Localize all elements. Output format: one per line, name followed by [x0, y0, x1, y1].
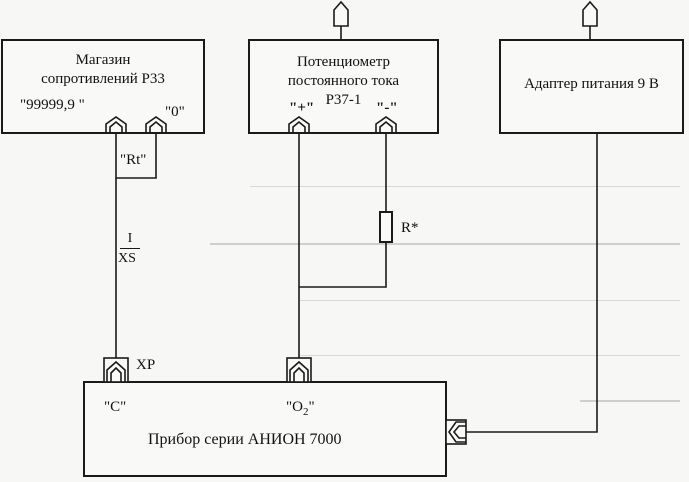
background-line — [580, 400, 680, 402]
pentagon-plug-icon — [333, 0, 349, 40]
xp-connector — [103, 357, 129, 383]
background-line — [250, 186, 680, 187]
chevron-socket-icon — [288, 116, 310, 133]
xp-label: XP — [136, 357, 156, 373]
potentiometer-title-line2: постоянного тока — [287, 73, 400, 89]
terminal-label-o2: "О2" — [286, 398, 315, 421]
terminal-label-plus: "+" — [289, 100, 315, 116]
anion-device-box — [83, 381, 447, 477]
pentagon-plug-icon — [582, 0, 598, 40]
background-line — [300, 355, 680, 356]
terminal-o2-main: "О — [286, 399, 303, 415]
fraction-bar — [120, 248, 140, 249]
resistance-store-title-line2: сопротивлений Р33 — [41, 71, 165, 87]
potentiometer-box — [248, 39, 439, 134]
power-adapter-title: Адаптер питания 9 В — [524, 76, 659, 92]
chevron-socket-icon — [105, 116, 127, 133]
terminal-label-zero: "0" — [165, 104, 185, 120]
terminal-o2-subscript: 2 — [302, 406, 309, 418]
power-adapter-box — [499, 39, 684, 134]
power-socket-icon — [445, 419, 467, 445]
chevron-socket-icon — [145, 116, 167, 133]
chevron-socket-icon — [375, 116, 397, 133]
fraction-bottom-label: XS — [118, 251, 136, 266]
terminal-label-c: "С" — [104, 399, 127, 415]
potentiometer-title-line1: Потенциометр — [296, 54, 391, 70]
rt-label: "Rt" — [120, 152, 147, 168]
potentiometer-title-line3: Р37-1 — [325, 92, 362, 108]
anion-device-title: Прибор серии АНИОН 7000 — [148, 431, 342, 448]
resistor-label: R* — [401, 220, 419, 236]
terminal-label-99999: "99999,9 " — [20, 97, 85, 113]
background-line — [210, 243, 680, 245]
o2-connector — [286, 357, 312, 383]
resistance-store-box — [1, 39, 205, 134]
terminal-label-minus: "-" — [376, 100, 398, 116]
fraction-top-label: I — [127, 231, 133, 246]
resistance-store-title-line1: Магазин — [75, 52, 131, 68]
terminal-o2-end: " — [308, 399, 315, 415]
resistor-r-star — [379, 211, 393, 243]
background-line — [300, 300, 680, 301]
